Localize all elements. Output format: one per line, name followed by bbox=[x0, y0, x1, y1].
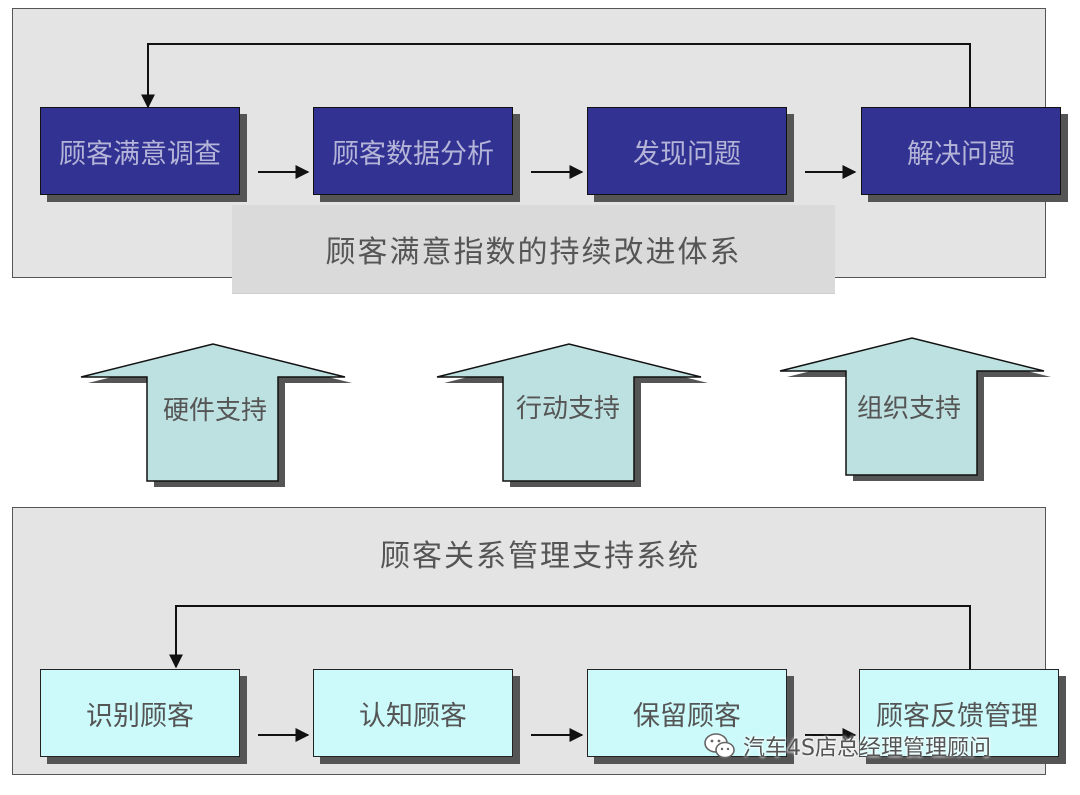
top-section-title: 顾客满意指数的持续改进体系 bbox=[232, 205, 835, 294]
wechat-icon bbox=[704, 733, 735, 759]
step-find-problems: 发现问题 bbox=[587, 107, 787, 195]
support-action-label: 行动支持 bbox=[515, 394, 620, 424]
up-arrow-organization bbox=[779, 337, 1045, 476]
step-retain-customers: 保留顾客 bbox=[587, 669, 787, 757]
step-customer-data-analysis: 顾客数据分析 bbox=[313, 107, 513, 195]
step-know-customers: 认知顾客 bbox=[313, 669, 513, 757]
bottom-section-title: 顾客关系管理支持系统 bbox=[380, 539, 700, 574]
step-customer-satisfaction-survey: 顾客满意调查 bbox=[40, 107, 240, 195]
up-arrow-action bbox=[436, 343, 702, 482]
top-feedback-loop-line bbox=[141, 43, 971, 109]
support-hardware-label: 硬件支持 bbox=[162, 396, 267, 426]
support-organization-label: 组织支持 bbox=[856, 394, 961, 424]
up-arrow-hardware bbox=[80, 343, 346, 482]
step-customer-feedback-management: 顾客反馈管理 bbox=[859, 669, 1059, 757]
step-identify-customers: 识别顾客 bbox=[40, 669, 240, 757]
watermark: 汽车4S店总经理管理顾问 bbox=[703, 729, 991, 763]
watermark-text: 汽车4S店总经理管理顾问 bbox=[743, 736, 991, 761]
step-solve-problems: 解决问题 bbox=[861, 107, 1061, 195]
bottom-feedback-loop-line bbox=[169, 605, 971, 669]
